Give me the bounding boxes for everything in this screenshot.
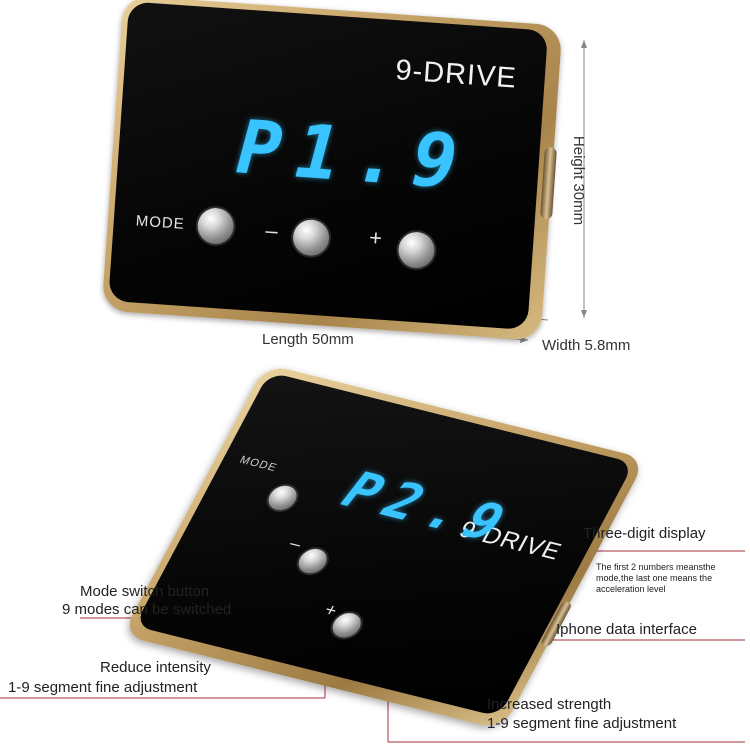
increase-callout-line-2: 1-9 segment fine adjustment bbox=[487, 715, 677, 732]
height-arrow-bottom bbox=[581, 310, 587, 318]
height-arrow-top bbox=[581, 40, 587, 48]
top-device-mode-button[interactable] bbox=[196, 206, 235, 246]
display-callout-note-3: acceleration level bbox=[596, 584, 666, 594]
increase-callout-line-1: Increased strength bbox=[487, 696, 612, 713]
height-label: Height 30mm bbox=[570, 135, 588, 226]
top-device-brand: 9-DRIVE bbox=[394, 54, 518, 95]
top-device-minus-button[interactable] bbox=[291, 218, 331, 257]
iphone-callout-label: Iphone data interface bbox=[556, 621, 697, 638]
mode-callout-line-2: 9 modes can be switched bbox=[62, 601, 232, 618]
bottom-device-minus-button[interactable] bbox=[293, 546, 332, 577]
length-label: Length 50mm bbox=[262, 331, 354, 348]
top-device: 9-DRIVE P1.9 MODE – + bbox=[101, 0, 563, 341]
top-device-face: 9-DRIVE P1.9 MODE – + bbox=[108, 1, 549, 331]
mode-callout-line-1: Mode switch button bbox=[80, 583, 210, 600]
width-label: Width 5.8mm bbox=[542, 337, 631, 354]
bottom-device-mode-button[interactable] bbox=[263, 483, 302, 513]
bottom-device-mode-label: MODE bbox=[237, 454, 280, 475]
top-device-plus-button[interactable] bbox=[397, 230, 436, 270]
reduce-callout-line-1: Reduce intensity bbox=[100, 659, 211, 676]
display-callout-note-2: mode,the last one means the bbox=[596, 573, 713, 583]
bottom-device-display: P2.9 bbox=[333, 461, 523, 556]
bottom-device-minus-label: – bbox=[286, 533, 306, 554]
reduce-callout-line-2: 1-9 segment fine adjustment bbox=[8, 679, 198, 696]
top-device-mode-label: MODE bbox=[135, 212, 186, 233]
display-callout-note-1: The first 2 numbers meansthe bbox=[596, 562, 716, 572]
display-callout-title: Three-digit display bbox=[583, 525, 706, 542]
top-device-plus-label: + bbox=[368, 224, 383, 251]
top-device-display: P1.9 bbox=[234, 104, 474, 207]
top-device-minus-label: – bbox=[264, 217, 279, 244]
